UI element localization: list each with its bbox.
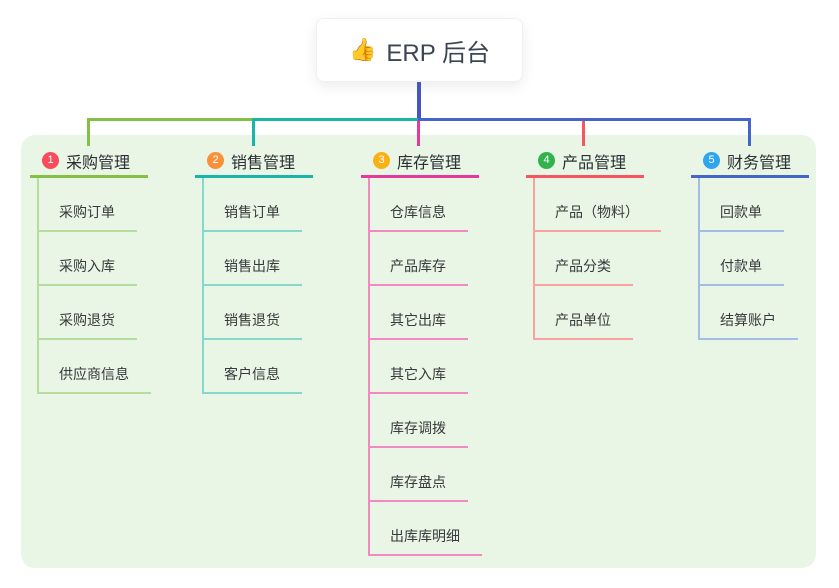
child-label: 库存调拨 (370, 418, 468, 448)
child-label: 出库库明细 (370, 526, 482, 556)
child-node[interactable]: 出库库明细 (370, 502, 521, 556)
child-node[interactable]: 仓库信息 (370, 178, 521, 232)
branch-header-finance[interactable]: 5 财务管理 (691, 146, 809, 178)
branch-label: 销售管理 (231, 154, 296, 172)
child-node[interactable]: 产品分类 (535, 232, 686, 286)
branch-children: 产品（物料） 产品分类 产品单位 (533, 178, 686, 340)
thumbs-up-icon: 👍 (349, 37, 377, 62)
branch-drop-product (582, 121, 585, 146)
child-label: 库存盘点 (370, 472, 468, 502)
child-node[interactable]: 销售订单 (204, 178, 355, 232)
branch-children: 采购订单 采购入库 采购退货 供应商信息 (37, 178, 190, 394)
child-node[interactable]: 付款单 (700, 232, 839, 286)
mindmap-canvas (21, 135, 816, 568)
child-node[interactable]: 产品单位 (535, 286, 686, 340)
child-node[interactable]: 销售出库 (204, 232, 355, 286)
branch-badge-4: 4 (538, 152, 555, 169)
root-stem-connector (417, 82, 421, 121)
branch-children: 仓库信息 产品库存 其它出库 其它入库 库存调拨 库存盘点 出库库明细 (368, 178, 521, 556)
child-label: 产品单位 (535, 310, 633, 340)
branch-label: 库存管理 (397, 154, 462, 172)
branch-label: 采购管理 (66, 154, 131, 172)
branch-label: 产品管理 (562, 154, 627, 172)
child-node[interactable]: 产品（物料） (535, 178, 686, 232)
branch-badge-5: 5 (703, 152, 720, 169)
child-label: 供应商信息 (39, 364, 151, 394)
child-node[interactable]: 供应商信息 (39, 340, 190, 394)
child-label: 销售订单 (204, 202, 302, 232)
child-node[interactable]: 采购入库 (39, 232, 190, 286)
root-label: ERP 后台 (386, 39, 490, 67)
branch-purchase: 1 采购管理 采购订单 采购入库 采购退货 供应商信息 (30, 146, 190, 394)
branch-drop-purchase (87, 118, 90, 146)
branch-drop-inventory (417, 121, 420, 146)
child-label: 回款单 (700, 202, 784, 232)
child-label: 采购退货 (39, 310, 137, 340)
child-label: 采购订单 (39, 202, 137, 232)
branch-label: 财务管理 (727, 154, 792, 172)
branch-inventory: 3 库存管理 仓库信息 产品库存 其它出库 其它入库 库存调拨 库存盘点 (361, 146, 521, 556)
child-node[interactable]: 产品库存 (370, 232, 521, 286)
child-label: 付款单 (700, 256, 784, 286)
child-label: 销售出库 (204, 256, 302, 286)
branch-header-inventory[interactable]: 3 库存管理 (361, 146, 479, 178)
branch-header-sales[interactable]: 2 销售管理 (195, 146, 313, 178)
bus-connector-mid (254, 118, 418, 121)
child-label: 产品库存 (370, 256, 468, 286)
bus-connector-right (418, 118, 751, 121)
branch-children: 销售订单 销售出库 销售退货 客户信息 (202, 178, 355, 394)
branch-finance: 5 财务管理 回款单 付款单 结算账户 (691, 146, 839, 340)
branch-badge-3: 3 (373, 152, 390, 169)
root-node[interactable]: 👍 ERP 后台 (316, 18, 523, 82)
child-node[interactable]: 其它入库 (370, 340, 521, 394)
child-node[interactable]: 采购退货 (39, 286, 190, 340)
child-label: 其它出库 (370, 310, 468, 340)
branch-sales: 2 销售管理 销售订单 销售出库 销售退货 客户信息 (195, 146, 355, 394)
child-node[interactable]: 库存盘点 (370, 448, 521, 502)
branch-drop-sales (252, 118, 255, 146)
child-label: 采购入库 (39, 256, 137, 286)
child-label: 仓库信息 (370, 202, 468, 232)
branch-header-purchase[interactable]: 1 采购管理 (30, 146, 148, 178)
branch-children: 回款单 付款单 结算账户 (698, 178, 839, 340)
child-label: 其它入库 (370, 364, 468, 394)
child-label: 产品（物料） (535, 202, 661, 232)
child-node[interactable]: 采购订单 (39, 178, 190, 232)
child-label: 产品分类 (535, 256, 633, 286)
branch-badge-1: 1 (42, 152, 59, 169)
child-label: 客户信息 (204, 364, 302, 394)
child-node[interactable]: 回款单 (700, 178, 839, 232)
child-node[interactable]: 结算账户 (700, 286, 839, 340)
branch-drop-finance (748, 118, 751, 146)
child-node[interactable]: 库存调拨 (370, 394, 521, 448)
child-node[interactable]: 销售退货 (204, 286, 355, 340)
child-label: 结算账户 (700, 310, 798, 340)
bus-connector-left (87, 118, 254, 121)
branch-header-product[interactable]: 4 产品管理 (526, 146, 644, 178)
child-node[interactable]: 其它出库 (370, 286, 521, 340)
branch-badge-2: 2 (207, 152, 224, 169)
child-node[interactable]: 客户信息 (204, 340, 355, 394)
branch-product: 4 产品管理 产品（物料） 产品分类 产品单位 (526, 146, 686, 340)
child-label: 销售退货 (204, 310, 302, 340)
